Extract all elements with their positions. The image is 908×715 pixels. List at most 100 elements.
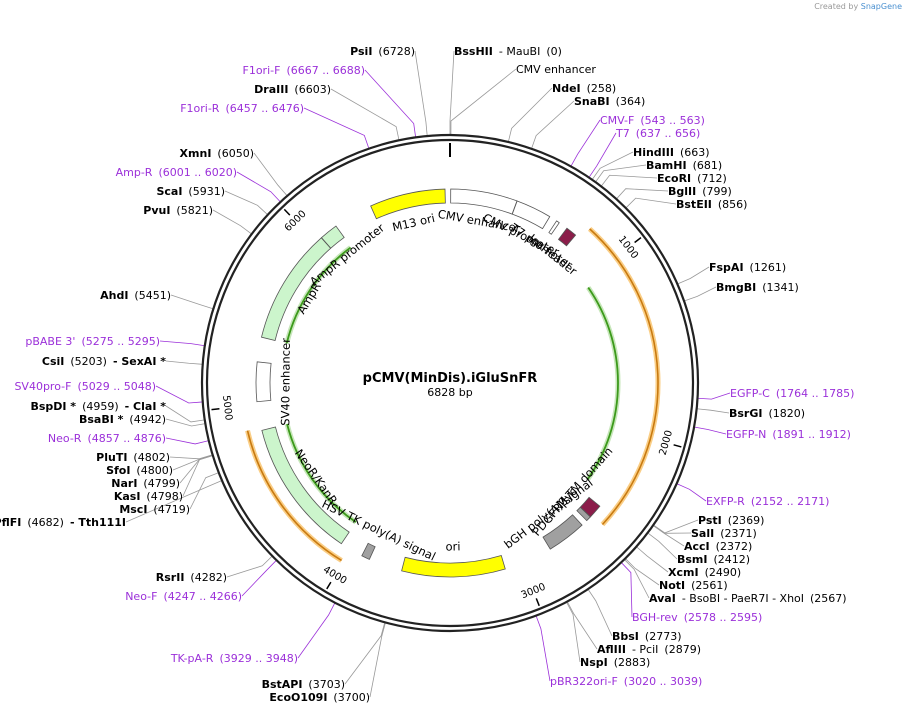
site-position: (4798)	[146, 490, 183, 503]
enzyme-label: BbsI(2773)	[612, 630, 681, 643]
site-extra: - ClaI *	[125, 400, 167, 413]
site-position: (1341)	[762, 281, 799, 294]
leader-line	[159, 340, 205, 347]
leader-line	[125, 480, 223, 523]
leader-line	[170, 294, 214, 310]
leader-line	[570, 119, 601, 167]
backbone-inner	[205, 138, 695, 628]
site-name: AflIII	[597, 643, 626, 656]
leader-line	[616, 188, 669, 200]
site-name: ScaI	[156, 185, 182, 198]
plasmid-name: pCMV(MinDis).iGluSnFR	[363, 371, 538, 386]
leader-line	[236, 171, 281, 203]
site-name: EGFP-C	[730, 387, 770, 400]
site-position: (6667 .. 6688)	[286, 64, 365, 77]
leader-line	[369, 622, 386, 698]
leader-line	[697, 392, 731, 400]
site-position: (6603)	[294, 83, 331, 96]
feature-cmv-promoter	[511, 200, 551, 230]
leader-line	[693, 426, 727, 435]
enzyme-label: HindIII(663)	[633, 146, 710, 159]
leader-line	[624, 558, 660, 586]
site-position: (5275 .. 5295)	[81, 335, 160, 348]
site-name: PstI	[698, 514, 722, 527]
site-position: (637 .. 656)	[636, 127, 701, 140]
site-extra: (2567)	[810, 592, 847, 605]
leader-line	[587, 588, 613, 637]
orf-orange-glow	[587, 227, 661, 527]
site-name: EcoO109I	[269, 691, 327, 704]
leader-line	[169, 454, 213, 460]
leader-line	[212, 209, 252, 235]
enzyme-label: ScaI (5931)	[156, 185, 225, 198]
site-name: CMV enhancer	[516, 63, 596, 76]
tick-mark	[634, 237, 642, 244]
backbone-ring	[200, 133, 700, 633]
site-position: (5931)	[188, 185, 225, 198]
leader-line	[595, 164, 647, 183]
site-name: BssHII	[454, 45, 493, 58]
leader-line	[591, 151, 634, 180]
enzyme-label: NarI(4799)	[111, 477, 180, 490]
site-position: (6001 .. 6020)	[158, 166, 237, 179]
site-name: pBABE 3'	[25, 335, 75, 348]
site-name: Neo-F	[125, 590, 157, 603]
site-name: BstEII	[676, 198, 712, 211]
enzyme-label: SnaBI(364)	[574, 95, 645, 108]
site-labels: BssHII- MauBI(0)CMV enhancerNdeI(258)Sna…	[0, 45, 854, 704]
site-position: (856)	[718, 198, 748, 211]
plasmid-length: 6828 bp	[427, 386, 472, 399]
site-name: NotI	[659, 579, 685, 592]
site-position: (3700)	[333, 691, 370, 704]
enzyme-label: PstI(2369)	[698, 514, 764, 527]
primer-label: Amp-R(6001 .. 6020)	[116, 166, 237, 179]
leader-line	[531, 100, 575, 149]
site-extra: (0)	[546, 45, 562, 58]
site-position: (1820)	[768, 407, 805, 420]
site-position: (2372)	[716, 540, 753, 553]
primer-label: CMV-F (543 .. 563)	[600, 114, 705, 127]
site-name: CMV-F	[600, 114, 634, 127]
site-position: - BsoBI - PaeR7I - XhoI	[682, 592, 804, 605]
leader-line	[224, 190, 269, 216]
enzyme-label: EcoRI(712)	[657, 172, 727, 185]
leader-line	[625, 197, 677, 209]
enzyme-label: RsrII(4282)	[156, 571, 227, 584]
leader-line	[620, 562, 633, 618]
enzyme-label: PvuI(5821)	[143, 204, 213, 217]
site-position: (2883)	[614, 656, 651, 669]
site-name: EXFP-R	[706, 495, 745, 508]
site-position: (799)	[702, 185, 732, 198]
site-position: (4682)	[27, 516, 64, 529]
leader-line	[566, 601, 598, 650]
site-name: BsmI	[677, 553, 708, 566]
site-position: (2561)	[691, 579, 728, 592]
site-position: (5821)	[176, 204, 213, 217]
site-extra: (2879)	[664, 643, 701, 656]
enzyme-label: FspAI(1261)	[709, 261, 786, 274]
enzyme-label: BsmI(2412)	[677, 553, 750, 566]
leader-line	[226, 555, 273, 578]
enzyme-label: EcoO109I (3700)	[269, 691, 370, 704]
leader-line	[165, 360, 203, 365]
leader-line	[344, 622, 386, 685]
leader-line	[624, 559, 650, 599]
site-name: Neo-R	[48, 432, 82, 445]
site-position: (4802)	[133, 451, 170, 464]
credit-brand: SnapGene	[860, 2, 902, 11]
site-name: NspI	[580, 656, 608, 669]
site-position: - MauBI	[499, 45, 540, 58]
site-position: (4959)	[82, 400, 119, 413]
site-name: BstAPI	[262, 678, 303, 691]
leader-line	[652, 525, 685, 547]
site-position: (681)	[693, 159, 723, 172]
leader-line	[450, 68, 517, 136]
site-position: (543 .. 563)	[640, 114, 705, 127]
site-position: (258)	[587, 82, 617, 95]
site-name: SfoI	[106, 464, 130, 477]
site-name: AvaI	[649, 592, 676, 605]
site-name: FspAI	[709, 261, 744, 274]
enzyme-label: PsiI(6728)	[350, 45, 415, 58]
site-position: - PciI	[632, 643, 658, 656]
